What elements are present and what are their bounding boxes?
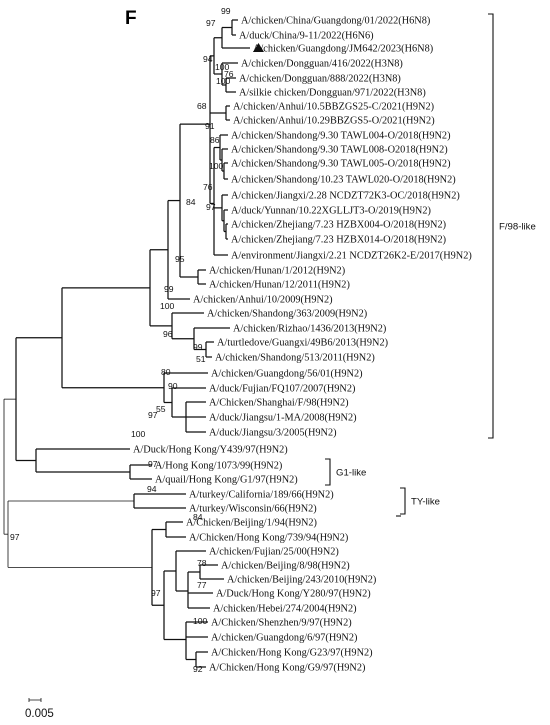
- bootstrap-value: 97: [206, 202, 216, 212]
- bootstrap-value: 90: [168, 381, 178, 391]
- bootstrap-value: 100: [216, 76, 231, 86]
- leaf-label: A/chicken/Shandong/9.30 TAWL004-O/2018(H…: [231, 131, 451, 142]
- bootstrap-values: 9997941007610068918610076978495991009699…: [10, 6, 234, 674]
- leaf-label: A/Chicken/Beijing/1/94(H9N2): [186, 518, 317, 529]
- bootstrap-value: 100: [160, 301, 175, 311]
- leaf-label: A/chicken/Anhui/10.29BBZGS5-O/2021(H9N2): [233, 116, 435, 127]
- leaf-label: A/chicken/Zhejiang/7.23 HZBX014-O/2018(H…: [231, 235, 446, 246]
- bootstrap-value: 95: [175, 254, 185, 264]
- bootstrap-value: 94: [147, 484, 157, 494]
- bootstrap-value: 100: [209, 161, 224, 171]
- bootstrap-value: 97: [148, 459, 158, 469]
- bootstrap-value: 84: [186, 197, 196, 207]
- bootstrap-value: 76: [224, 69, 234, 79]
- bootstrap-value: 97: [10, 532, 20, 542]
- leaf-label: A/chicken/Rizhao/1436/2013(H9N2): [233, 324, 386, 335]
- leaf-label: A/chicken/Shandong/9.30 TAWL005-O/2018(H…: [231, 159, 451, 170]
- leaf-label: A/Chicken/Hong Kong/G23/97(H9N2): [211, 648, 373, 659]
- leaf-label: A/Chicken/Hong Kong/739/94(H9N2): [189, 533, 348, 544]
- leaf-label: A/chicken/Shandong/513/2011(H9N2): [215, 353, 375, 364]
- bootstrap-value: 97: [148, 410, 158, 420]
- scale-bar-label: 0.005: [25, 708, 54, 720]
- leaf-label: A/chicken/Jiangxi/2.28 NCDZT72K3-OC/2018…: [231, 191, 460, 202]
- leaf-label: A/chicken/Hunan/1/2012(H9N2): [209, 266, 345, 277]
- leaf-label: A/duck/Jiangsu/3/2005(H9N2): [209, 428, 337, 439]
- leaf-label: A/chicken/Anhui/10/2009(H9N2): [193, 295, 333, 306]
- bootstrap-value: 91: [205, 121, 215, 131]
- leaf-label: A/Hong Kong/1073/99(H9N2): [155, 461, 282, 472]
- bootstrap-value: 78: [197, 558, 207, 568]
- leaf-label: A/chicken/Dongguan/888/2022(H3N8): [239, 74, 401, 85]
- bootstrap-value: 80: [161, 367, 171, 377]
- tree-branches: [3, 19, 250, 668]
- clade-bracket: [488, 13, 494, 439]
- leaf-label: A/quail/Hong Kong/G1/97(H9N2): [155, 475, 298, 486]
- bootstrap-value: 68: [197, 101, 207, 111]
- leaf-label: A/chicken/Anhui/10.5BBZGS25-C/2021(H9N2): [233, 102, 434, 113]
- leaf-label: A/chicken/Guangdong/6/97(H9N2): [211, 633, 357, 644]
- bootstrap-value: 84: [193, 512, 203, 522]
- leaf-label: A/chicken/Zhejiang/7.23 HZBX004-O/2018(H…: [231, 220, 446, 231]
- bootstrap-value: 100: [215, 62, 230, 72]
- leaf-label: A/chicken/Fujian/25/00(H9N2): [209, 547, 339, 558]
- triangle-marker-icon: [253, 43, 264, 52]
- clade-label: G1-like: [336, 468, 366, 479]
- clade-bracket: [400, 487, 406, 515]
- leaf-label: A/duck/China/9-11/2022(H6N6): [239, 31, 374, 42]
- clade-label: BJ/94-like: [407, 0, 449, 3]
- leaf-label: A/turkey/Wisconsin/66(H9N2): [189, 504, 317, 515]
- leaf-label: A/chicken/Guangdong/56/01(H9N2): [211, 369, 363, 380]
- leaf-label: A/chicken/Dongguan/416/2022(H3N8): [241, 59, 403, 70]
- leaf-label: A/duck/Yunnan/10.22XGLLJT3-O/2019(H9N2): [231, 206, 431, 217]
- bootstrap-value: 77: [197, 580, 207, 590]
- leaf-labels: A/chicken/China/Guangdong/01/2022(H6N8) A…: [133, 16, 472, 674]
- bootstrap-value: 96: [163, 329, 173, 339]
- bootstrap-value: 55: [156, 404, 166, 414]
- leaf-label: A/duck/Jiangsu/1-MA/2008(H9N2): [209, 413, 357, 424]
- clade-label: TY-like: [411, 497, 440, 508]
- bootstrap-value: 99: [193, 342, 203, 352]
- leaf-label: A/environment/Jiangxi/2.21 NCDZT26K2-E/2…: [231, 251, 472, 262]
- leaf-label: A/duck/Fujian/FQ107/2007(H9N2): [209, 384, 355, 395]
- leaf-label: A/Chicken/Shenzhen/9/97(H9N2): [211, 618, 352, 629]
- panel-label: F: [125, 8, 137, 29]
- bootstrap-value: 86: [210, 135, 220, 145]
- bootstrap-value: 92: [193, 664, 203, 674]
- bootstrap-value: 76: [203, 182, 213, 192]
- leaf-label: A/Chicken/Shanghai/F/98(H9N2): [209, 398, 349, 409]
- bootstrap-value: 99: [221, 6, 231, 16]
- clade-label: F/98-like: [499, 222, 536, 233]
- leaf-label: A/turkey/California/189/66(H9N2): [189, 490, 334, 501]
- leaf-label: A/chicken/Shandong/363/2009(H9N2): [207, 309, 367, 320]
- leaf-label: A/silkie chicken/Dongguan/971/2022(H3N8): [239, 88, 426, 99]
- leaf-label: A/chicken/Hunan/12/2011(H9N2): [209, 280, 350, 291]
- bootstrap-value: 100: [193, 616, 208, 626]
- bootstrap-value: 51: [196, 354, 206, 364]
- leaf-label: A/chicken/Shandong/10.23 TAWL020-O/2018(…: [231, 175, 456, 186]
- leaf-label: A/Duck/Hong Kong/Y439/97(H9N2): [133, 445, 288, 456]
- leaf-label: A/chicken/Beijing/8/98(H9N2): [221, 561, 350, 572]
- leaf-label: A/chicken/Shandong/9.30 TAWL008-O2018(H9…: [231, 145, 448, 156]
- bootstrap-value: 97: [206, 18, 216, 28]
- bootstrap-value: 94: [203, 54, 213, 64]
- leaf-label: A/chicken/Beijing/243/2010(H9N2): [227, 575, 376, 586]
- leaf-label: A/chicken/China/Guangdong/01/2022(H6N8): [241, 16, 430, 27]
- scale-bar-line: [28, 698, 42, 702]
- clade-bracket: [325, 458, 331, 486]
- leaf-label: A/chicken/Guangdong/JM642/2023(H6N8): [253, 44, 433, 55]
- bootstrap-value: 99: [164, 284, 174, 294]
- leaf-label: A/turtledove/Guangxi/49B6/2013(H9N2): [217, 338, 388, 349]
- bootstrap-value: 97: [151, 588, 161, 598]
- bootstrap-value: 100: [131, 429, 146, 439]
- leaf-label: A/Duck/Hong Kong/Y280/97(H9N2): [216, 589, 371, 600]
- scale-bar: 0.005: [25, 698, 54, 720]
- leaf-label: A/chicken/Hebei/274/2004(H9N2): [213, 604, 357, 615]
- leaf-label: A/Chicken/Hong Kong/G9/97(H9N2): [209, 663, 365, 674]
